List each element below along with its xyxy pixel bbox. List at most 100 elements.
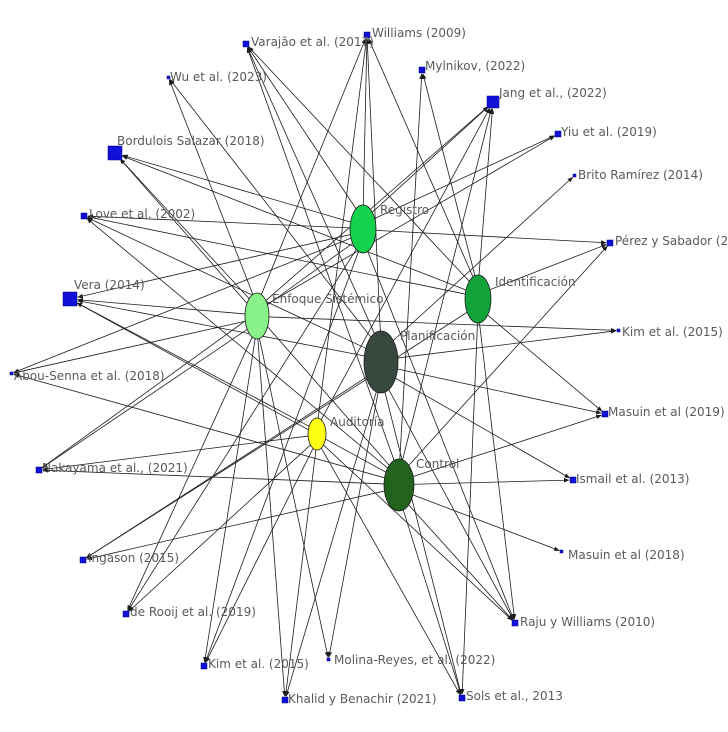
concept-node-enfoque[interactable] bbox=[244, 292, 270, 340]
concept-node-registro[interactable] bbox=[349, 204, 377, 254]
edge-identificacion-mylnikov2022 bbox=[422, 73, 476, 276]
edge-auditoria-khalid2021 bbox=[283, 449, 317, 697]
node-layer bbox=[9, 31, 621, 704]
edge-auditoria-kim2015b bbox=[205, 448, 314, 663]
edge-registro-kim2015b bbox=[204, 251, 359, 663]
source-label-jang2022: Jang et al., (2022) bbox=[498, 86, 607, 100]
concept-node-auditoria[interactable] bbox=[307, 417, 327, 451]
edge-registro-williams2009 bbox=[362, 38, 370, 206]
edge-identificacion-love2002 bbox=[87, 215, 466, 295]
source-label-sols2013: Sols et al., 2013 bbox=[466, 689, 563, 703]
source-label-williams2009: Williams (2009) bbox=[372, 26, 466, 40]
edge-registro-love2002 bbox=[87, 214, 351, 229]
source-label-kim2015b: Kim et al. (2015) bbox=[208, 657, 309, 671]
edge-planificacion-brito2014 bbox=[392, 176, 574, 341]
source-label-abousenna2018: Abou-Senna et al. (2018) bbox=[14, 369, 165, 383]
source-node-love2002[interactable] bbox=[80, 212, 88, 220]
edge-planificacion-raju2010 bbox=[388, 389, 514, 620]
edge-planificacion-williams2009 bbox=[365, 38, 381, 332]
edge-identificacion-bordulois2018 bbox=[121, 155, 467, 291]
edge-registro-raju2010 bbox=[367, 251, 514, 620]
source-node-ismail2013[interactable] bbox=[569, 476, 577, 484]
edge-enfoque-khalid2021 bbox=[257, 338, 287, 697]
edge-planificacion-masuin2019 bbox=[397, 368, 602, 415]
edge-layer bbox=[13, 38, 617, 697]
source-node-raju2010[interactable] bbox=[511, 619, 519, 627]
source-node-varajao2017[interactable] bbox=[242, 40, 250, 48]
source-node-wu2023[interactable] bbox=[166, 75, 171, 80]
source-node-abousenna2018[interactable] bbox=[9, 371, 14, 376]
source-node-williams2009[interactable] bbox=[363, 31, 371, 39]
edge-identificacion-perez2004 bbox=[489, 244, 607, 290]
edge-control-mylnikov2022 bbox=[399, 73, 424, 460]
source-label-bordulois2018: Bordulois Salazar (2018) bbox=[117, 134, 265, 148]
edge-control-perez2004 bbox=[408, 245, 608, 466]
edge-planificacion-ismail2013 bbox=[395, 377, 571, 479]
edge-auditoria-raju2010 bbox=[323, 444, 513, 621]
concept-node-identificacion[interactable] bbox=[464, 274, 492, 324]
source-node-molina2022[interactable] bbox=[326, 657, 331, 662]
edge-auditoria-vera2014 bbox=[76, 302, 310, 427]
edge-auditoria-sols2013 bbox=[320, 447, 461, 695]
source-node-nakayama2021[interactable] bbox=[35, 466, 43, 474]
concept-label-control: Control bbox=[416, 457, 459, 471]
edge-planificacion-khalid2021 bbox=[285, 391, 377, 697]
edge-enfoque-molina2022 bbox=[259, 338, 330, 658]
source-node-ingason2015[interactable] bbox=[79, 556, 87, 564]
source-label-raju2010: Raju y Williams (2010) bbox=[520, 615, 655, 629]
edge-enfoque-kim2015a bbox=[268, 316, 617, 333]
source-label-derooij2019: de Rooij et al. (2019) bbox=[130, 605, 256, 619]
edge-registro-derooij2019 bbox=[127, 249, 357, 612]
source-node-masuin2018[interactable] bbox=[559, 549, 564, 554]
source-label-vera2014: Vera (2014) bbox=[74, 278, 145, 292]
concept-label-auditoria: Auditoría bbox=[330, 415, 384, 429]
edge-registro-perez2004 bbox=[375, 229, 607, 245]
edge-enfoque-abousenna2018 bbox=[13, 320, 246, 375]
source-node-vera2014[interactable] bbox=[62, 291, 78, 307]
edge-registro-bordulois2018 bbox=[122, 154, 351, 223]
edge-enfoque-wu2023 bbox=[168, 79, 254, 295]
edge-enfoque-yiu2019 bbox=[267, 135, 556, 305]
edge-control-jang2022 bbox=[402, 108, 493, 460]
edge-enfoque-nakayama2021 bbox=[41, 328, 248, 469]
source-label-yiu2019: Yiu et al. (2019) bbox=[560, 125, 657, 139]
concept-label-identificacion: Identificación bbox=[495, 275, 576, 289]
edge-control-masuin2019 bbox=[413, 414, 602, 477]
edge-control-ismail2013 bbox=[413, 478, 570, 485]
edge-auditoria-williams2009 bbox=[317, 38, 369, 419]
source-node-sols2013[interactable] bbox=[458, 694, 466, 702]
edge-planificacion-sols2013 bbox=[384, 392, 463, 695]
source-node-kim2015b[interactable] bbox=[200, 662, 208, 670]
concept-node-control[interactable] bbox=[383, 458, 415, 512]
source-label-ingason2015: Ingason (2015) bbox=[88, 551, 179, 565]
source-node-kim2015a[interactable] bbox=[616, 328, 621, 333]
source-node-yiu2019[interactable] bbox=[554, 130, 562, 138]
source-node-masuin2019[interactable] bbox=[601, 410, 609, 418]
source-node-khalid2021[interactable] bbox=[281, 696, 289, 704]
concept-node-planificacion[interactable] bbox=[363, 330, 399, 394]
edge-control-vera2014 bbox=[76, 302, 387, 473]
edge-enfoque-kim2015b bbox=[203, 338, 256, 663]
source-label-molina2022: Molina-Reyes, et al. (2022) bbox=[334, 653, 495, 667]
source-label-perez2004: Pérez y Sabador (2004) bbox=[615, 234, 728, 248]
edge-identificacion-varajao2017 bbox=[248, 46, 470, 282]
edge-planificacion-varajao2017 bbox=[247, 47, 375, 334]
edge-auditoria-derooij2019 bbox=[128, 444, 311, 612]
edge-identificacion-jang2022 bbox=[478, 108, 495, 276]
edge-planificacion-love2002 bbox=[87, 217, 366, 349]
edge-planificacion-ingason2015 bbox=[85, 378, 368, 559]
concept-label-enfoque: Enfoque Sistémico bbox=[272, 292, 383, 306]
source-node-mylnikov2022[interactable] bbox=[418, 66, 426, 74]
source-node-brito2014[interactable] bbox=[572, 173, 577, 178]
edge-control-love2002 bbox=[86, 218, 388, 469]
edge-planificacion-wu2023 bbox=[169, 79, 372, 338]
source-node-derooij2019[interactable] bbox=[122, 610, 130, 618]
source-node-bordulois2018[interactable] bbox=[107, 145, 123, 161]
source-node-jang2022[interactable] bbox=[486, 95, 500, 109]
source-node-perez2004[interactable] bbox=[606, 239, 614, 247]
edge-planificacion-kim2015a bbox=[397, 329, 617, 359]
edge-control-raju2010 bbox=[408, 504, 513, 621]
edge-auditoria-nakayama2021 bbox=[42, 435, 309, 472]
